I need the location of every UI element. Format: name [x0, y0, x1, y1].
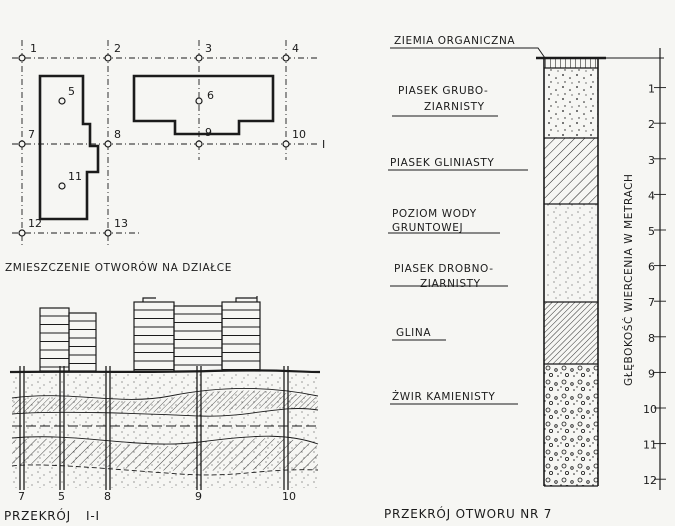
depth-label-1: 1 [648, 83, 655, 96]
building-floor-lines [40, 309, 260, 370]
layer-underlines [388, 47, 546, 405]
plan-hole-label-4: 4 [292, 42, 299, 55]
plan-hole-1 [18, 54, 26, 62]
borehole-column [536, 56, 606, 487]
cross-section-hole-labels: 7 5 8 9 10 [18, 490, 296, 503]
building-outline-right [132, 74, 275, 136]
plan-caption: ZMIESZCZENIE OTWORÓW NA DZIAŁCE [5, 261, 232, 274]
layer-fine-sand-fill [544, 204, 598, 302]
plan-hole-5 [58, 97, 66, 105]
plan-hole-label-9: 9 [205, 126, 212, 139]
layer-label-4: PIASEK DROBNO- [394, 263, 494, 275]
layer-label-3: POZIOM WODY [392, 208, 477, 220]
plan-hole-label-10: 10 [292, 128, 306, 141]
xsec-hole-label-7: 7 [18, 490, 25, 503]
cross-section-caption-right: I-I [86, 509, 100, 523]
xsec-hole-label-10: 10 [282, 490, 296, 503]
plan-hole-label-11: 11 [68, 170, 82, 183]
soil-hatch-lower [12, 438, 318, 471]
plan-hole-8 [104, 140, 112, 148]
depth-label-5: 5 [648, 225, 655, 238]
plan-hole-label-12: 12 [28, 217, 42, 230]
plan-hole-label-8: 8 [114, 128, 121, 141]
plan-hole-13 [104, 229, 112, 237]
depth-label-9: 9 [648, 367, 655, 380]
layer-label-4-line2: ZIARNISTY [420, 278, 481, 290]
plan-hole-label-3: 3 [205, 42, 212, 55]
depth-label-2: 2 [648, 118, 655, 131]
layer-coarse-sand-fill [544, 68, 598, 138]
cross-section: 7 5 8 9 10 PRZEKRÓJ I-I [4, 296, 321, 523]
plan-hole-7 [18, 140, 26, 148]
cross-section-boreholes [19, 366, 289, 490]
plan-hole-3 [195, 54, 203, 62]
layer-clayey-sand-fill [544, 138, 598, 204]
depth-label-12: 12 [643, 474, 657, 487]
depth-label-7: 7 [648, 296, 655, 309]
depth-label-4: 4 [648, 189, 655, 202]
layer-clay-fill [544, 302, 598, 364]
plan-hole-11 [58, 182, 66, 190]
xsec-hole-label-5: 5 [58, 490, 65, 503]
layer-organic-fill [544, 58, 598, 68]
depth-label-10: 10 [643, 403, 657, 416]
plan-hole-label-13: 13 [114, 217, 128, 230]
layer-label-3-line2: GRUNTOWEJ [392, 222, 463, 234]
layer-label-5: GLINA [396, 327, 431, 339]
layer-label-0: ZIEMIA ORGANICZNA [394, 35, 515, 47]
plan-grid [12, 40, 318, 245]
plan-hole-6 [195, 97, 203, 105]
depth-label-6: 6 [648, 261, 655, 274]
borehole-caption: PRZEKRÓJ OTWORU NR 7 [384, 506, 552, 521]
plan-hole-12 [18, 229, 26, 237]
layer-label-6: ŻWIR KAMIENISTY [392, 390, 495, 403]
layer-label-2: PIASEK GLINIASTY [390, 157, 494, 169]
plan-hole-label-5: 5 [68, 85, 75, 98]
layer-gravel-fill [544, 364, 598, 486]
cross-section-caption-left: PRZEKRÓJ [4, 508, 71, 523]
xsec-hole-label-8: 8 [104, 490, 111, 503]
depth-label-3: 3 [648, 154, 655, 167]
plan-hole-2 [104, 54, 112, 62]
plan-hole-label-6: 6 [207, 89, 214, 102]
cross-section-buildings [39, 296, 261, 372]
depth-label-8: 8 [648, 332, 655, 345]
depth-axis-label: GŁĘBOKOŚĆ WIERCENIA W METRACH [622, 173, 635, 386]
building-outline-left [38, 74, 100, 221]
plan-hole-label-1: 1 [30, 42, 37, 55]
soil-clay-band [12, 390, 318, 414]
depth-label-11: 11 [643, 439, 657, 452]
layer-label-1-line2: ZIARNISTY [424, 101, 485, 113]
plan-hole-10 [282, 140, 290, 148]
xsec-hole-label-9: 9 [195, 490, 202, 503]
plan-hole-label-2: 2 [114, 42, 121, 55]
plan-hole-9 [195, 140, 203, 148]
section-mark: I [322, 138, 325, 151]
plan-hole-label-7: 7 [28, 128, 35, 141]
plan-hole-4 [282, 54, 290, 62]
depth-axis [604, 48, 664, 490]
layer-labels: ZIEMIA ORGANICZNA PIASEK GRUBO- ZIARNISTY P… [390, 35, 515, 403]
layer-label-1: PIASEK GRUBO- [398, 85, 488, 97]
